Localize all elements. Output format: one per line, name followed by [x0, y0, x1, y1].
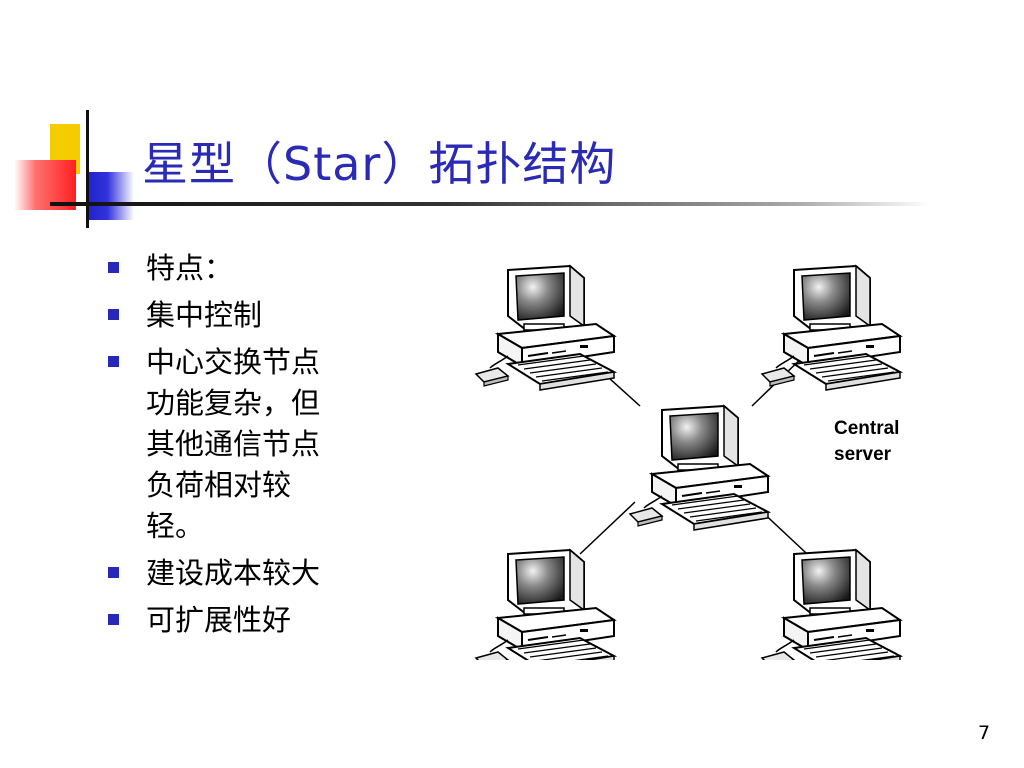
desktop-computer-icon: [629, 405, 769, 531]
desktop-computer-icon: [761, 265, 901, 391]
desktop-computer-icon: [475, 549, 615, 660]
bullet-text: 可扩展性好: [146, 603, 292, 637]
bullet-text: 中心交换节点功能复杂，但其他通信节点负荷相对较轻。: [146, 345, 321, 543]
title-underline: [50, 202, 930, 206]
bullet-marker-icon: [108, 309, 119, 320]
desktop-computer-icon: [475, 265, 615, 391]
central-server-label-line: server: [834, 444, 892, 465]
central-server-label: Central server: [834, 416, 899, 468]
bullet-item: 特点：: [104, 248, 324, 289]
decorative-vertical-line: [86, 110, 89, 228]
bullet-text: 特点：: [146, 251, 234, 285]
decorative-blue-block: [86, 172, 134, 220]
bullet-item: 集中控制: [104, 295, 324, 336]
bullet-list: 特点： 集中控制 中心交换节点功能复杂，但其他通信节点负荷相对较轻。 建设成本较…: [104, 248, 324, 647]
slide-title: 星型（Star）拓扑结构: [142, 137, 617, 191]
desktop-computer-icon: [761, 549, 901, 660]
bullet-marker-icon: [108, 614, 119, 625]
bullet-item: 中心交换节点功能复杂，但其他通信节点负荷相对较轻。: [104, 342, 324, 547]
bullet-marker-icon: [108, 356, 119, 367]
bullet-text: 集中控制: [146, 298, 263, 332]
bullet-text: 建设成本较大: [146, 556, 321, 590]
bullet-marker-icon: [108, 262, 119, 273]
decorative-red-block: [14, 160, 76, 210]
central-server-label-line: Central: [834, 418, 900, 439]
connection-line: [579, 501, 636, 555]
page-number: 7: [978, 722, 991, 744]
bullet-marker-icon: [108, 567, 119, 578]
star-topology-diagram: [475, 265, 901, 660]
bullet-item: 建设成本较大: [104, 553, 324, 594]
bullet-item: 可扩展性好: [104, 600, 324, 641]
